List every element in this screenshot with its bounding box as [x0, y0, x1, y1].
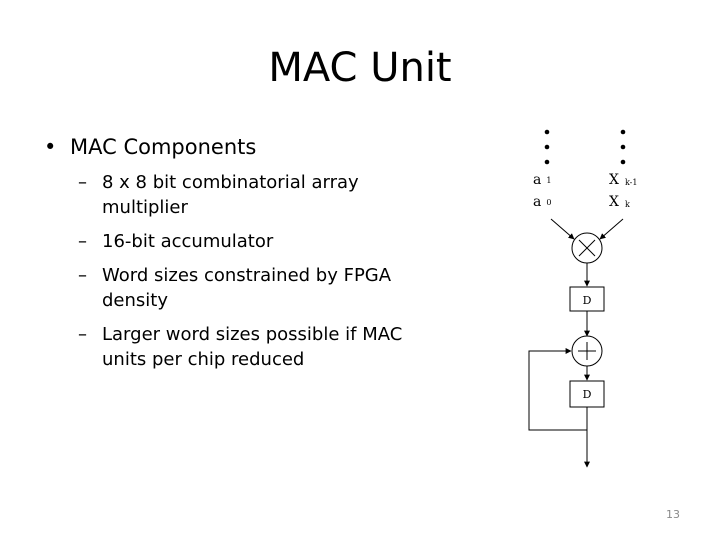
ellipsis-right-icon [620, 129, 626, 165]
slide-number: 13 [666, 508, 680, 521]
ellipsis-left-icon [544, 129, 550, 165]
dash-icon: – [78, 265, 87, 286]
sub-bullet-text: 16-bit accumulator [102, 231, 274, 252]
sub-bullet-item: – 8 x 8 bit combinatorial array multipli… [70, 170, 442, 220]
sub-bullet-item: – Word sizes constrained by FPGA density [70, 263, 442, 313]
slide-title: MAC Unit [268, 45, 452, 91]
sub-bullet-text: Word sizes constrained by FPGA density [102, 265, 392, 311]
dash-icon: – [78, 231, 87, 252]
sub-bullet-item: – Larger word sizes possible if MAC unit… [70, 322, 442, 372]
sub-bullet-text: Larger word sizes possible if MAC units … [102, 324, 403, 370]
sub-bullet-item: – 16-bit accumulator [70, 229, 442, 254]
dash-icon: – [78, 324, 87, 345]
bullet-mac-components: • MAC Components – 8 x 8 bit combinatori… [44, 130, 444, 372]
adder-icon [571, 335, 603, 367]
bullet-list: • MAC Components – 8 x 8 bit combinatori… [44, 130, 444, 381]
feedback-loop [528, 348, 587, 431]
bullet-dot-icon: • [44, 135, 57, 159]
input-arrow-x [599, 218, 624, 240]
delay-label-1: D [583, 294, 592, 307]
dash-icon: – [78, 172, 87, 193]
sub-bullet-list: – 8 x 8 bit combinatorial array multipli… [70, 170, 444, 372]
bullet-text: MAC Components [70, 135, 257, 159]
multiplier-icon [571, 232, 603, 264]
input-arrow-a [550, 218, 575, 240]
delay-label-2: D [583, 388, 592, 401]
sub-bullet-text: 8 x 8 bit combinatorial array multiplier [102, 172, 359, 218]
